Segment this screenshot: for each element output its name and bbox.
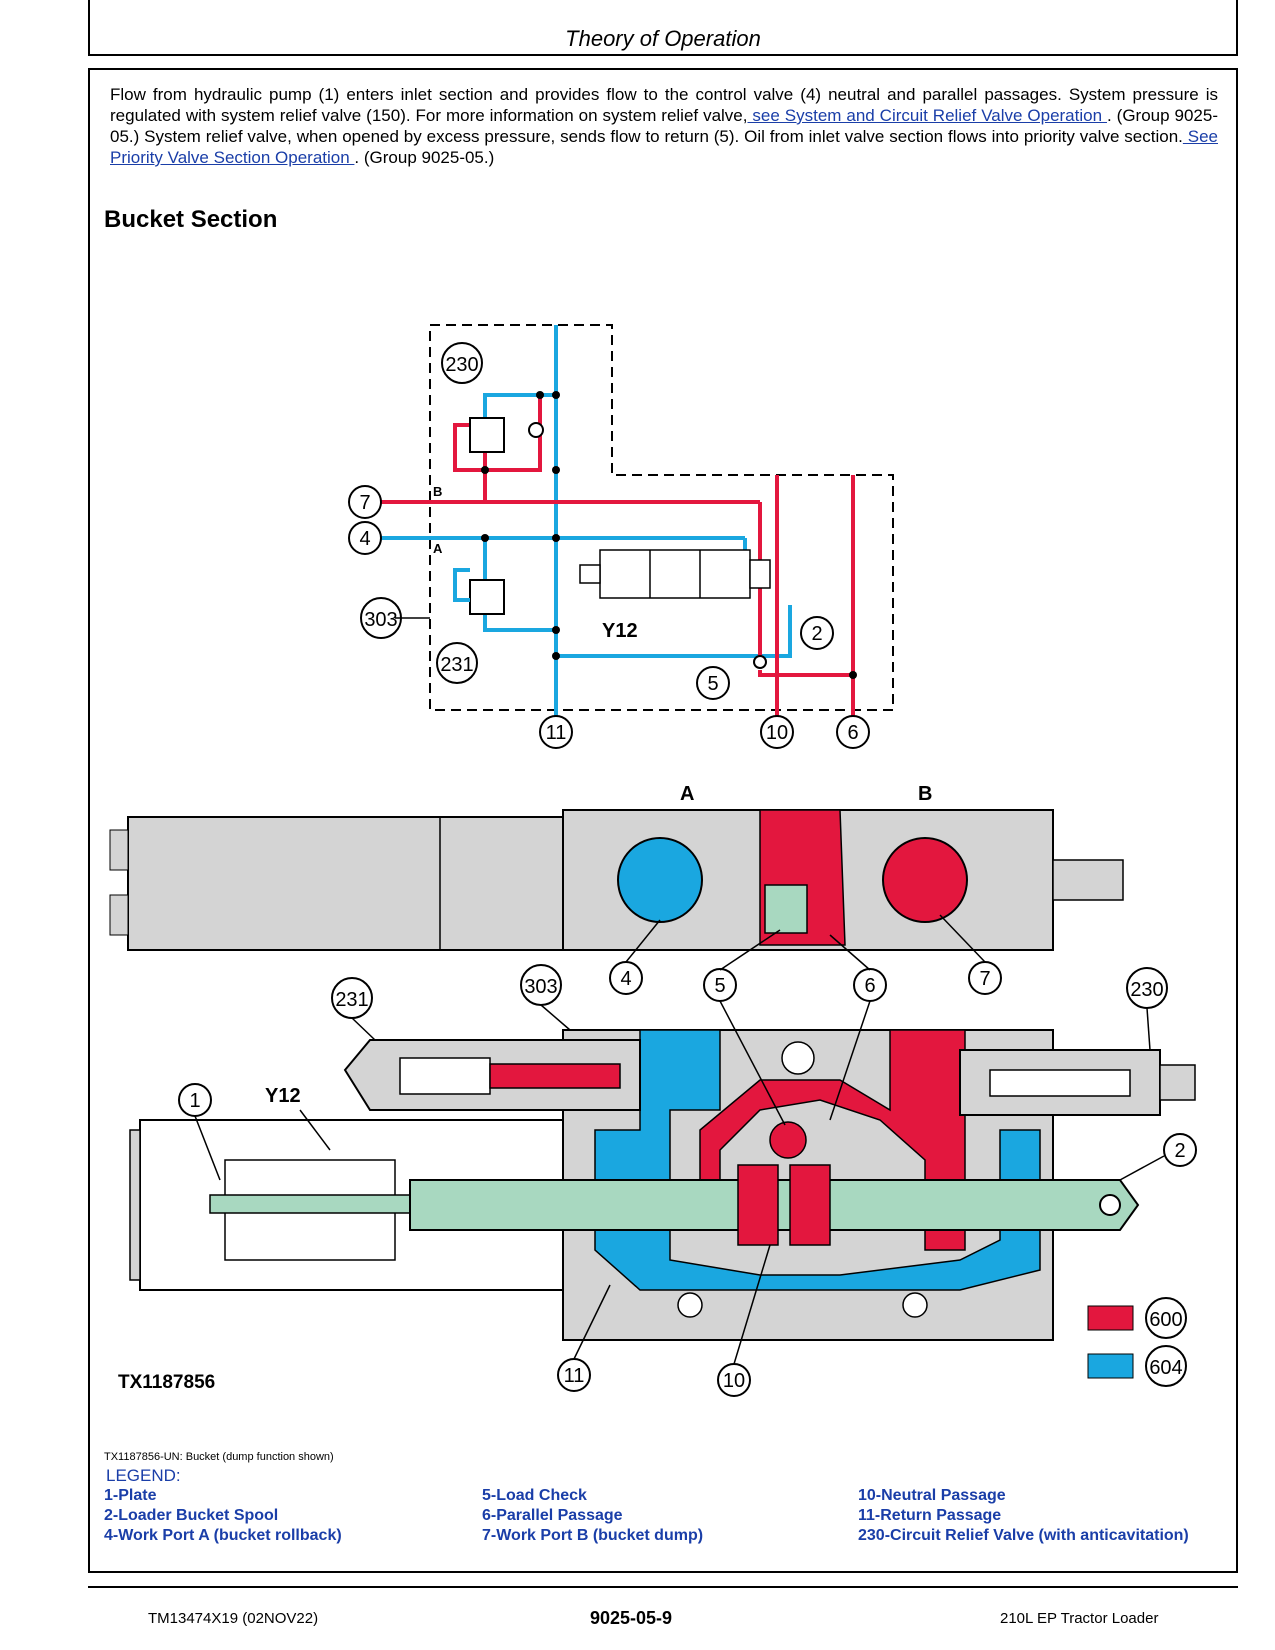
svg-text:4: 4 [359,528,370,550]
svg-text:5: 5 [707,673,718,695]
color-key: 600 604 [1087,1297,1187,1387]
callout-11: 11 [539,715,573,749]
legend-item: 4-Work Port A (bucket rollback) [104,1527,342,1544]
callout-4-cut: 4 [609,961,643,995]
figure-id: TX1187856 [118,1372,216,1393]
spool-valve-symbol [579,549,771,599]
svg-text:7: 7 [979,968,990,990]
callout-10: 10 [760,715,794,749]
svg-text:303: 303 [524,976,557,998]
intro-text-1: Flow from hydraulic pump (1) enters inle… [110,85,1218,125]
schematic-callouts: 230 7 4 303 231 2 5 11 10 6 [348,342,870,749]
svg-text:2: 2 [1174,1140,1185,1162]
key-code-600: 600 [1149,1309,1182,1331]
page-header-title: Theory of Operation [565,26,761,51]
cutaway-port-a-label: A [680,783,694,805]
legend-item: 11-Return Passage [858,1507,1002,1524]
legend-item: 1-Plate [104,1487,157,1504]
legend-item: 6-Parallel Passage [482,1507,623,1524]
svg-text:5: 5 [714,975,725,997]
svg-text:303: 303 [364,609,397,631]
callout-230-cut: 230 [1126,967,1168,1009]
relief-valve-230-symbol [469,417,505,453]
legend-item: 2-Loader Bucket Spool [104,1507,279,1524]
svg-text:7: 7 [359,492,370,514]
callout-231: 231 [436,642,478,684]
relief-valve-link[interactable]: see System and Circuit Relief Valve Oper… [747,106,1107,125]
figure-caption: TX1187856-UN: Bucket (dump function show… [104,1451,334,1463]
work-port-b-circle [882,837,968,923]
callout-230: 230 [441,342,483,384]
svg-text:10: 10 [766,722,788,744]
svg-text:231: 231 [335,989,368,1011]
callout-2-cut: 2 [1163,1133,1197,1167]
legend-item: 5-Load Check [482,1487,587,1504]
callout-7-cut: 7 [968,961,1002,995]
callout-303-cut: 303 [520,964,562,1006]
plate [129,1129,141,1281]
svg-text:230: 230 [445,354,478,376]
intro-text-3: . (Group 9025-05.) [354,148,495,167]
callout-6: 6 [836,715,870,749]
legend-item: 10-Neutral Passage [858,1487,1006,1504]
svg-text:1: 1 [189,1090,200,1112]
callout-303: 303 [360,597,402,639]
callout-6-cut: 6 [853,968,887,1002]
return-swatch [1087,1353,1134,1379]
svg-text:6: 6 [847,722,858,744]
content-frame: Flow from hydraulic pump (1) enters inle… [88,68,1238,1573]
footer-page-number: 9025-05-9 [590,1608,673,1628]
cutaway-solenoid-label: Y12 [265,1085,301,1107]
callout-1-cut: 1 [178,1083,212,1117]
callout-7: 7 [348,485,382,519]
legend-column-3: 10-Neutral Passage 11-Return Passage 230… [858,1486,1189,1546]
valve-cutaway: A B 231 303 4 5 6 [109,783,1197,1397]
callout-5: 5 [696,666,730,700]
callout-11-cut: 11 [557,1358,591,1392]
svg-text:2: 2 [811,623,822,645]
legend-item: 7-Work Port B (bucket dump) [482,1527,704,1544]
schematic-solenoid-label: Y12 [602,620,638,642]
svg-text:6: 6 [864,975,875,997]
footer-rule [88,1586,1238,1588]
legend-title: LEGEND: [106,1466,181,1485]
hydraulic-schematic: 230 7 4 303 231 2 5 11 10 6 B A Y12 [348,324,894,749]
solenoid-housing [127,816,564,951]
callout-10-cut: 10 [717,1363,751,1397]
work-port-a-circle [617,837,703,923]
callout-231-cut: 231 [331,977,373,1019]
callout-4: 4 [348,521,382,555]
cutaway-port-b-label: B [918,783,932,805]
priority-valve-link[interactable]: See Priority Valve Section Operation [110,127,1218,167]
pressure-swatch [1087,1305,1134,1331]
legend-column-1: 1-Plate 2-Loader Bucket Spool 4-Work Por… [104,1486,342,1546]
legend-column-2: 5-Load Check 6-Parallel Passage 7-Work P… [482,1486,703,1546]
schematic-port-b-label: B [433,484,442,499]
svg-text:11: 11 [546,722,567,744]
footer-document-id: TM13474X19 (02NOV22) [148,1610,319,1627]
header-box: Theory of Operation [88,0,1238,56]
relief-valve-231-symbol [469,579,505,615]
callout-5-cut: 5 [703,968,737,1002]
footer-product-name: 210L EP Tractor Loader [1000,1610,1159,1627]
legend-item: 230-Circuit Relief Valve (with anticavit… [858,1527,1189,1544]
svg-text:10: 10 [723,1370,745,1392]
section-title: Bucket Section [104,206,278,233]
intro-paragraph: Flow from hydraulic pump (1) enters inle… [110,84,1218,168]
callout-2: 2 [800,616,834,650]
svg-text:230: 230 [1130,979,1163,1001]
intro-text-2: . (Group 9025-05.) System relief valve, … [110,106,1218,146]
svg-text:11: 11 [564,1365,585,1387]
svg-text:4: 4 [620,968,631,990]
schematic-port-a-label: A [433,541,443,556]
key-code-604: 604 [1149,1357,1182,1379]
svg-text:231: 231 [440,654,473,676]
